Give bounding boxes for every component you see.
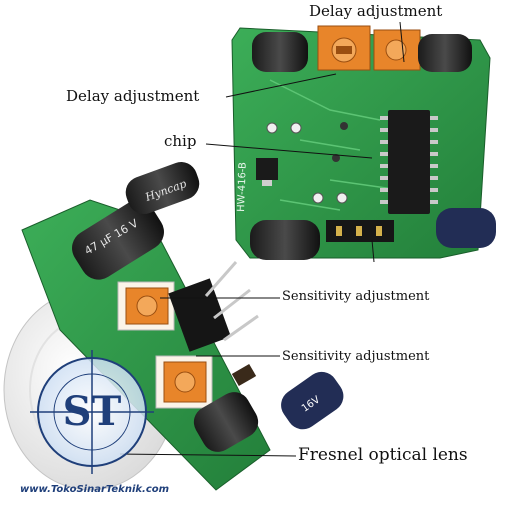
header-pins bbox=[168, 261, 259, 352]
sensitivity-adjustment-label-2: Sensitivity adjustment bbox=[282, 349, 430, 364]
chip-ic bbox=[380, 110, 438, 214]
capacitor: 47 μF 16 V Hyncap 16V bbox=[72, 162, 344, 452]
sensitivity-adjustment-label-1: Sensitivity adjustment bbox=[282, 289, 430, 304]
st-logo-watermark: ST bbox=[30, 350, 154, 474]
callout-lines bbox=[119, 21, 405, 457]
st-logo-text: ST bbox=[63, 388, 122, 435]
board-model-marking: HW-416-B bbox=[236, 162, 249, 212]
sensitivity-potentiometer bbox=[117, 281, 213, 409]
delay-potentiometer bbox=[317, 25, 421, 71]
delay-adjustment-label-left: Delay adjustment bbox=[66, 87, 200, 105]
capacitor bbox=[250, 32, 496, 260]
fresnel-lens-label: Fresnel optical lens bbox=[298, 445, 468, 465]
delay-adjustment-label-top: Delay adjustment bbox=[309, 2, 443, 20]
chip-label: chip bbox=[164, 132, 197, 150]
watermark-url: www.TokoSinarTeknik.com bbox=[20, 484, 170, 495]
top-pcb: HW-416-B bbox=[231, 25, 496, 260]
